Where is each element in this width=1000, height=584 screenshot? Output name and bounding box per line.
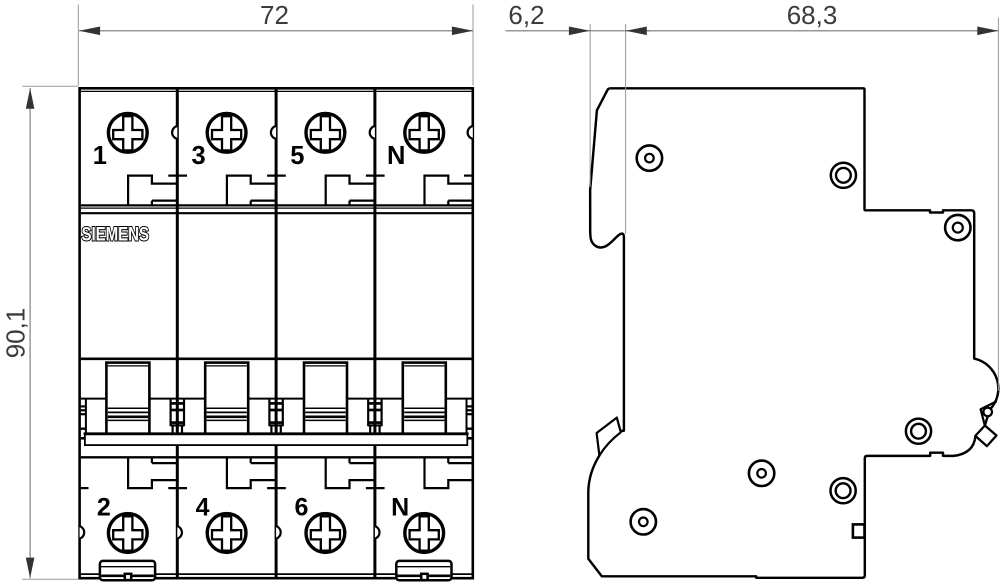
svg-text:2: 2 xyxy=(97,493,111,521)
svg-text:6: 6 xyxy=(294,493,308,521)
svg-text:N: N xyxy=(387,142,405,170)
svg-text:5: 5 xyxy=(290,142,304,170)
svg-text:90,1: 90,1 xyxy=(1,308,31,359)
svg-text:4: 4 xyxy=(196,493,210,521)
svg-text:72: 72 xyxy=(260,0,289,30)
svg-text:3: 3 xyxy=(192,142,206,170)
svg-text:6,2: 6,2 xyxy=(508,0,544,30)
svg-text:N: N xyxy=(391,493,409,521)
svg-text:SIEMENS: SIEMENS xyxy=(82,224,150,246)
svg-text:1: 1 xyxy=(93,142,107,170)
svg-text:68,3: 68,3 xyxy=(787,0,838,30)
